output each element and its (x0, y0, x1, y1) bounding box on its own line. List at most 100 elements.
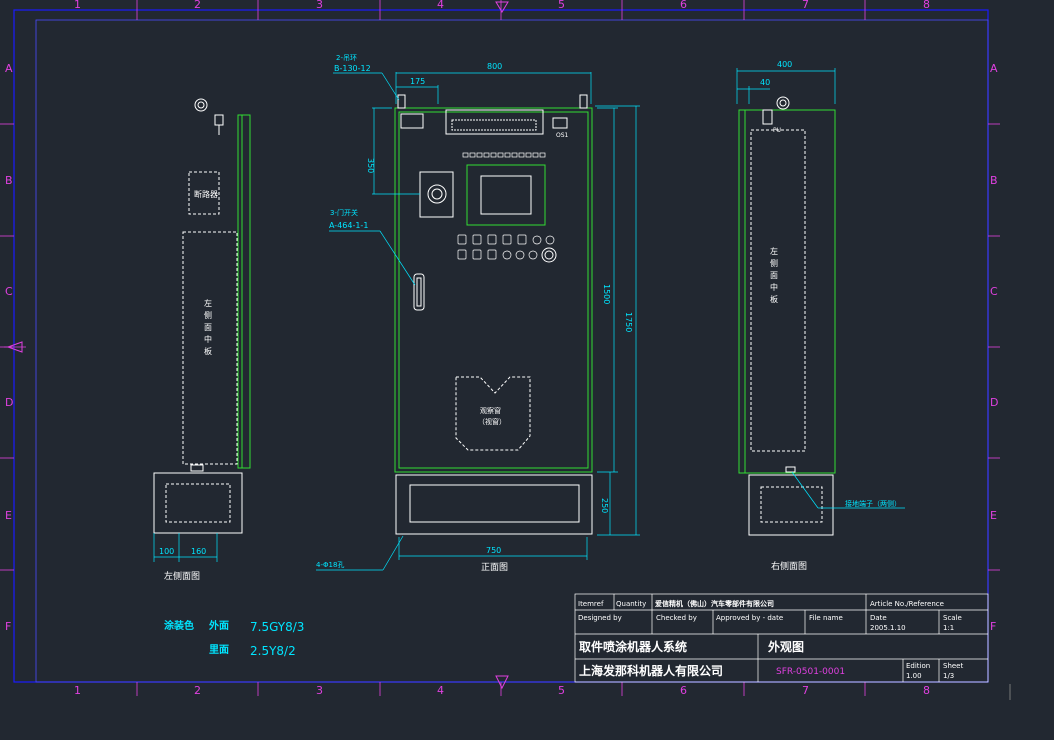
selector-switch (487, 234, 497, 245)
callout-leaders (316, 72, 416, 571)
pilot-lamp (532, 235, 542, 245)
grid-col-bottom-2: 2 (194, 684, 201, 697)
view-window (455, 376, 531, 451)
pilot-lamp (528, 250, 538, 260)
os1-port (552, 117, 568, 129)
dim-total-height: 1750 (624, 312, 633, 332)
grid-row-left-D: D (5, 396, 13, 409)
tb-drawing: 外观图 (768, 639, 804, 654)
grid-row-right-F: F (990, 620, 996, 633)
selector-switch (472, 249, 482, 260)
paint-outside-value: 7.5GY8/3 (250, 620, 304, 634)
selector-switch (487, 249, 497, 260)
right-panel-label: 左侧面中板 (770, 246, 778, 304)
front-base-opening (409, 484, 580, 523)
tb-date-value: 2005.1.10 (870, 624, 906, 632)
selector-switch (472, 234, 482, 245)
indicator-led (497, 152, 504, 158)
grid-col-bottom-1: 1 (74, 684, 81, 697)
center-arrow-top (495, 1, 509, 13)
lifting-ring-right (579, 94, 588, 109)
dim-front-width: 800 (487, 62, 502, 71)
pilot-lamp (545, 235, 555, 245)
left-cabinet-body (237, 114, 251, 469)
grid-ticks (0, 0, 1000, 696)
main-switch-box (419, 171, 454, 218)
door-switch-icon (214, 114, 224, 126)
hmi-screen (480, 175, 532, 215)
tb-company: 上海发那科机器人有限公司 (579, 663, 723, 678)
emergency-stop (541, 247, 557, 263)
lifting-ring-spec: B-130-12 (334, 64, 371, 73)
tb-doc-no: SFR-0501-0001 (776, 667, 845, 677)
door-handle (413, 273, 425, 311)
tb-date-label: Date (870, 614, 887, 622)
right-mid-panel (750, 129, 806, 452)
lifting-ring-left (397, 94, 406, 109)
paint-inside-value: 2.5Y8/2 (250, 644, 296, 658)
outer-frame (13, 9, 989, 683)
grid-col-bottom-6: 6 (680, 684, 687, 697)
tb-sheet-label: Sheet (943, 662, 963, 670)
main-switch-knob (427, 184, 447, 204)
left-base-opening (165, 483, 231, 523)
indicator-led (518, 152, 525, 158)
tb-edition-value: 1.00 (906, 672, 922, 680)
grid-row-left-F: F (5, 620, 11, 633)
pilot-lamp (502, 250, 512, 260)
selector-switch (457, 234, 467, 245)
dim-right-width: 400 (777, 60, 792, 69)
grid-row-right-D: D (990, 396, 998, 409)
paint-inside-label: 里面 (209, 644, 229, 656)
hmi-screen-frame (466, 164, 546, 226)
grid-row-right-E: E (990, 509, 997, 522)
left-side-view: 断路器 左侧面中板 100 160 左侧面图 (153, 98, 251, 582)
selector-switch (517, 234, 527, 245)
dim-base-width: 750 (486, 546, 501, 555)
ground-terminal-label: 接地端子（两侧） (845, 499, 901, 508)
title-block (574, 593, 989, 683)
indicator-led (539, 152, 546, 158)
right-lifting-ring (776, 96, 790, 110)
right-cabinet-body (738, 109, 836, 474)
door-switch-spec: A-464-1-1 (329, 221, 368, 230)
paint-note: 涂装色 外面 7.5GY8/3 里面 2.5Y8/2 (164, 619, 304, 658)
grid-col-bottom-4: 4 (437, 684, 444, 697)
front-dimension-lines (372, 72, 640, 560)
center-arrow-bottom (495, 675, 509, 690)
grid-col-bottom-8: 8 (923, 684, 930, 697)
left-dim-b: 160 (191, 547, 206, 556)
paint-title: 涂装色 (164, 619, 194, 632)
left-base (153, 472, 243, 534)
tb-project: 取件喷涂机器人系统 (579, 639, 687, 654)
right-base-opening (760, 486, 823, 523)
indicator-led (532, 152, 539, 158)
grid-row-right-C: C (990, 285, 998, 298)
front-base (395, 474, 593, 535)
right-view-title: 右侧面图 (771, 560, 807, 572)
hmi-tag: OS1 (556, 132, 569, 139)
inner-frame (35, 19, 989, 683)
window-label: 观察窗 (480, 406, 501, 415)
lifting-ring-code: 2-吊环 (336, 54, 357, 62)
indicator-led (483, 152, 490, 158)
pilot-lamp (515, 250, 525, 260)
dim-base-height: 250 (600, 498, 609, 513)
tb-itemref: Itemref (578, 600, 604, 608)
grid-row-right-B: B (990, 174, 998, 187)
dim-right-offset: 40 (760, 78, 770, 87)
front-view-title: 正面图 (481, 562, 508, 573)
grid-col-top-7: 7 (802, 0, 809, 11)
grid-col-top-6: 6 (680, 0, 687, 11)
dim-body-height: 1500 (602, 284, 611, 304)
front-view: OS1 观察窗 （视窗） 800 (316, 54, 640, 573)
tb-sheet-value: 1/3 (943, 672, 954, 680)
lifting-ring-icon (194, 98, 208, 112)
tb-quantity: Quantity (616, 600, 646, 608)
indicator-led (511, 152, 518, 158)
left-dim-a: 100 (159, 547, 174, 556)
grid-col-bottom-3: 3 (316, 684, 323, 697)
grid-row-right-A: A (990, 62, 998, 75)
